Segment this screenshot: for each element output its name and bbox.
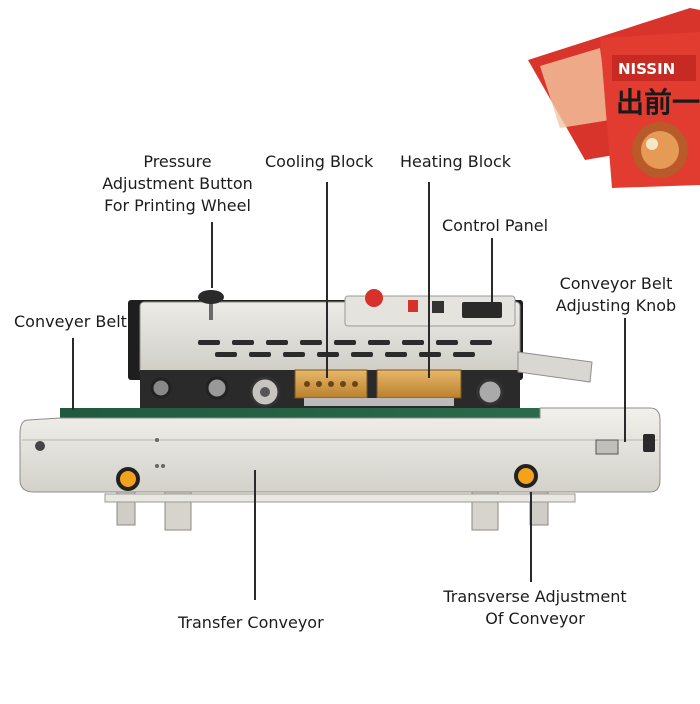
transfer-leader-line bbox=[254, 470, 256, 600]
conveyer-belt-leader-line bbox=[72, 338, 74, 410]
belt-knob-label-line1: Conveyor Belt bbox=[559, 274, 673, 293]
pressure-leader-line bbox=[211, 222, 213, 288]
transverse-leader-line bbox=[530, 492, 532, 582]
cooling-block-label: Cooling Block bbox=[265, 152, 374, 171]
cooling-leader-line bbox=[326, 182, 328, 378]
transverse-adjustment-label: Transverse Adjustment Of Conveyor bbox=[425, 586, 645, 630]
transverse-label-line2: Of Conveyor bbox=[485, 609, 585, 628]
package-title: 出前一 bbox=[616, 86, 700, 119]
belt-knob-label: Conveyor Belt Adjusting Knob bbox=[541, 273, 691, 317]
belt-knob-label-line2: Adjusting Knob bbox=[555, 296, 677, 315]
heating-block-label: Heating Block bbox=[400, 152, 512, 171]
pressure-adjustment-label: Pressure Adjustment Button For Printing … bbox=[90, 151, 265, 217]
transfer-conveyor-label: Transfer Conveyor bbox=[178, 613, 324, 632]
pressure-label-line1: Pressure bbox=[143, 152, 212, 171]
package-brand: NISSIN bbox=[618, 60, 675, 78]
pressure-label-line2: Adjustment Button bbox=[102, 174, 253, 193]
transverse-label-line1: Transverse Adjustment bbox=[443, 587, 627, 606]
belt-knob-leader-line bbox=[624, 318, 626, 442]
pressure-label-line3: For Printing Wheel bbox=[104, 196, 251, 215]
noodle-package-image: NISSIN 出前一 bbox=[528, 8, 700, 188]
heating-leader-line bbox=[428, 182, 430, 378]
control-leader-line bbox=[491, 238, 493, 308]
conveyer-belt-label: Conveyer Belt bbox=[14, 312, 127, 331]
control-panel-label: Control Panel bbox=[442, 216, 549, 235]
